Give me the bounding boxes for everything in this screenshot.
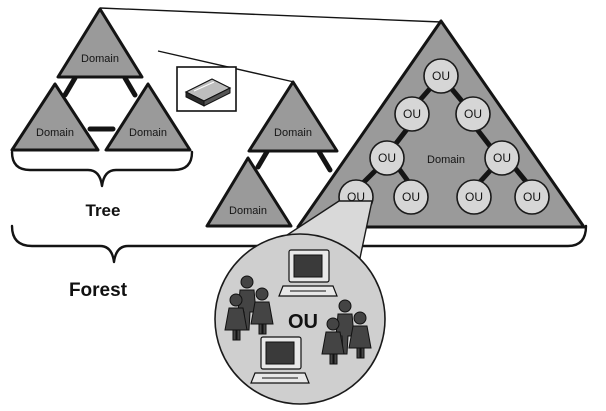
person-icon <box>250 287 274 335</box>
domain-triangle-middle-top <box>247 80 339 153</box>
domain-label: Domain <box>229 205 267 217</box>
ou-label: OU <box>464 107 482 121</box>
ou-label: OU <box>465 190 483 204</box>
forest-label: Forest <box>69 280 128 301</box>
middle-tree-link-left <box>255 147 271 170</box>
middle-tree-link-right <box>315 147 333 173</box>
ou-label: OU <box>378 151 396 165</box>
ou-node <box>423 58 459 94</box>
ou-node <box>455 96 491 132</box>
ou-detail-circle <box>214 233 386 405</box>
person-icon <box>335 299 355 355</box>
person-icon <box>321 317 345 365</box>
domain-label: Domain <box>36 127 74 139</box>
connector-line-top <box>99 7 442 23</box>
person-icon <box>348 311 372 359</box>
domain-label: Domain <box>427 154 465 166</box>
domain-triangle-tree-left <box>10 82 100 152</box>
tree-link-right <box>122 75 138 98</box>
domain-triangle-middle-bottom <box>205 156 293 228</box>
ou-detail-group: OU <box>214 233 386 405</box>
domain-label: Domain <box>129 127 167 139</box>
ou-node <box>369 140 405 176</box>
domain-label: Domain <box>274 127 312 139</box>
domain-label: Domain <box>81 53 119 65</box>
server-icon <box>176 66 237 112</box>
tree-brace <box>10 150 194 188</box>
ou-label: OU <box>403 107 421 121</box>
middle-tree-group: Domain Domain <box>205 80 339 228</box>
ou-node <box>394 96 430 132</box>
ou-detail-label: OU <box>288 311 318 333</box>
tree-label: Tree <box>86 201 121 220</box>
tree-link-left <box>62 75 78 98</box>
computer-icon <box>250 336 310 384</box>
domain-triangle-tree-right <box>104 82 192 152</box>
domain-triangle-tree-top <box>56 7 144 79</box>
ou-node <box>484 140 520 176</box>
ou-label: OU <box>432 69 450 83</box>
ou-node <box>393 179 429 215</box>
ou-label: OU <box>493 151 511 165</box>
person-icon <box>224 293 248 341</box>
computer-icon <box>278 249 338 297</box>
domain-ou-triangle-group: OU OU OU OU Domain OU OU OU OU OU <box>296 19 586 229</box>
ou-label: OU <box>523 190 541 204</box>
ou-label: OU <box>402 190 420 204</box>
ou-node <box>514 179 550 215</box>
ou-node <box>456 179 492 215</box>
forest-brace <box>10 224 588 264</box>
tree-group: Domain Domain Domain <box>10 7 192 152</box>
